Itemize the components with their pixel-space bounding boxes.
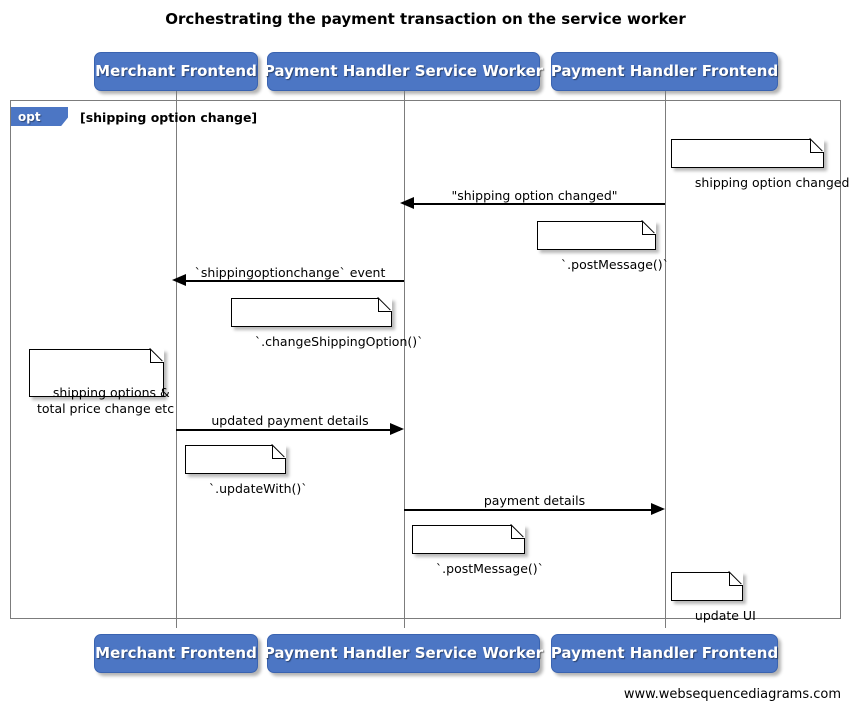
participant-box-merchant-frontend-top[interactable]: Merchant Frontend [94, 52, 258, 91]
message-label-updated-payment-details: updated payment details [211, 413, 369, 428]
lifeline-payment-handler-service-worker [404, 91, 405, 628]
note-fold-corner-icon [810, 139, 824, 153]
fragment-condition-label: [shipping option change] [80, 110, 258, 125]
note-fold-corner-icon [729, 572, 743, 586]
participant-label: Payment Handler Service Worker [263, 644, 544, 662]
participant-label: Payment Handler Frontend [550, 62, 779, 80]
arrowhead-right-icon-payment-details [651, 503, 665, 515]
note-text: update UI [694, 608, 756, 624]
participant-box-payment-handler-service-worker-top[interactable]: Payment Handler Service Worker [263, 52, 544, 91]
note-fold-corner-icon [150, 349, 164, 363]
note-text: `.changeShippingOption()` [254, 334, 424, 350]
message-line-shippingoptionchange-event [181, 280, 404, 282]
note-fold-corner-icon [642, 221, 656, 235]
participant-label: Payment Handler Frontend [550, 644, 779, 662]
note-post-message-1: `.postMessage()` [537, 221, 669, 272]
message-line-shipping-option-changed [409, 203, 665, 205]
note-shipping-option-changed: shipping option changed [671, 139, 849, 190]
fragment-frame-opt [10, 100, 841, 619]
message-line-updated-payment-details [176, 429, 400, 431]
lifeline-payment-handler-frontend [665, 91, 666, 628]
message-label-shipping-option-changed: "shipping option changed" [451, 188, 618, 203]
note-text: `.postMessage()` [560, 257, 669, 273]
note-text: shipping option changed [694, 175, 850, 191]
note-fold-corner-icon [511, 525, 525, 539]
participant-label: Merchant Frontend [95, 644, 257, 662]
note-update-ui: update UI [671, 572, 756, 623]
note-fold-corner-icon [378, 298, 392, 312]
note-text: `.updateWith()` [208, 481, 308, 497]
footer-watermark-url: www.websequencediagrams.com [623, 687, 841, 702]
note-update-with: `.updateWith()` [185, 445, 308, 496]
message-label-shippingoptionchange-event: `shippingoptionchange` event [194, 265, 386, 280]
fragment-tab-label: opt [18, 109, 41, 124]
lifeline-merchant-frontend [176, 91, 177, 628]
page-title: Orchestrating the payment transaction on… [165, 10, 686, 28]
arrowhead-left-icon-shipping-option-changed [400, 197, 414, 209]
participant-box-payment-handler-service-worker-bottom[interactable]: Payment Handler Service Worker [263, 634, 544, 673]
participant-box-payment-handler-frontend-top[interactable]: Payment Handler Frontend [551, 52, 778, 91]
arrowhead-right-icon-updated-payment-details [390, 423, 404, 435]
arrowhead-left-icon-shippingoptionchange-event [172, 274, 186, 286]
participant-label: Payment Handler Service Worker [263, 62, 544, 80]
note-text: `.postMessage()` [435, 561, 544, 577]
note-fold-corner-icon [272, 445, 286, 459]
fragment-tab-opt: opt [11, 107, 68, 126]
message-label-payment-details: payment details [483, 493, 586, 508]
note-post-message-2: `.postMessage()` [412, 525, 544, 576]
note-text: shipping options & total price change et… [37, 385, 175, 416]
note-shipping-options-total-price: shipping options & total price change et… [29, 349, 174, 416]
note-change-shipping-option: `.changeShippingOption()` [231, 298, 423, 349]
participant-label: Merchant Frontend [95, 62, 257, 80]
message-line-payment-details [404, 509, 661, 511]
participant-box-merchant-frontend-bottom[interactable]: Merchant Frontend [94, 634, 258, 673]
participant-box-payment-handler-frontend-bottom[interactable]: Payment Handler Frontend [551, 634, 778, 673]
